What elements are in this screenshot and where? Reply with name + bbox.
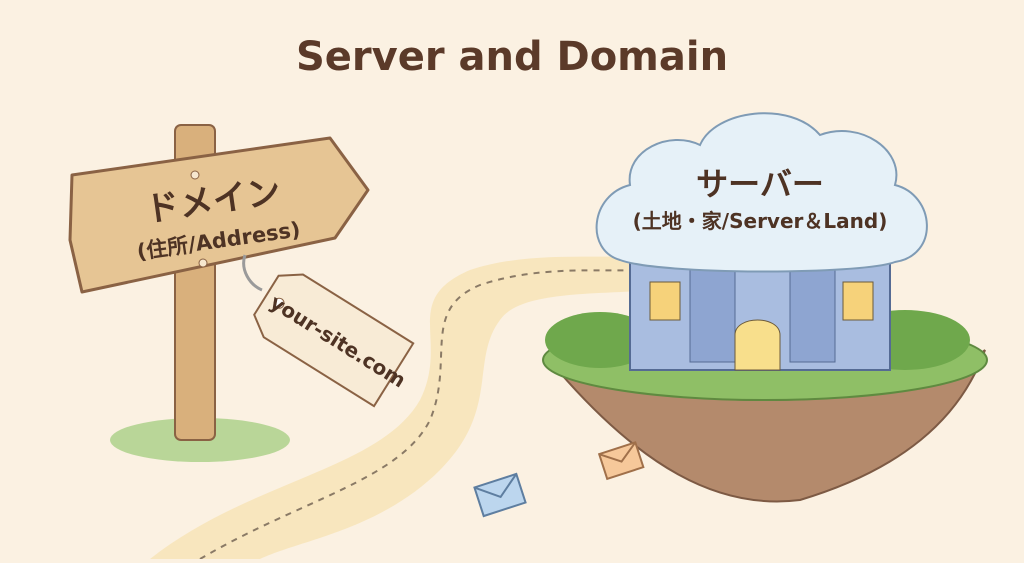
domain-tag: your-site.com — [253, 273, 415, 408]
envelope-icon — [597, 441, 645, 481]
page-title: Server and Domain — [295, 34, 729, 80]
server-label: サーバー — [696, 165, 824, 203]
server-sublabel: (土地・家/Server＆Land) — [633, 209, 888, 233]
server-cloud — [595, 112, 928, 273]
envelope-icon — [473, 472, 527, 518]
domain-sign-board — [68, 136, 370, 294]
door — [734, 319, 781, 371]
